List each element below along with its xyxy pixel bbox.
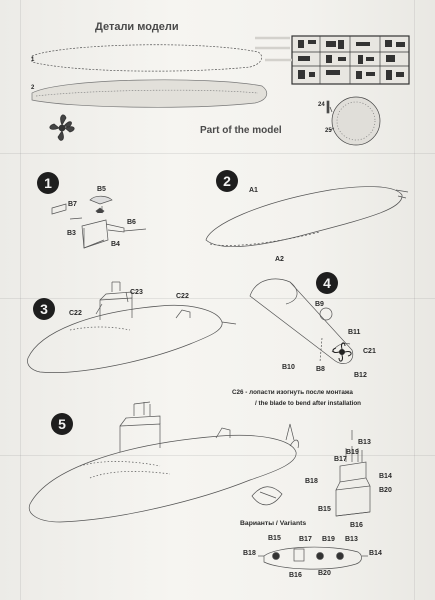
variant-label-b14: B14 — [369, 550, 382, 557]
part-label-b11: B11 — [348, 329, 361, 336]
sprue-number-1: 1 — [31, 57, 35, 63]
step-number-3: 3 — [33, 298, 55, 320]
part-label-b20: B20 — [379, 487, 392, 494]
fold-line-vertical — [20, 0, 21, 600]
title-russian: Детали модели — [95, 21, 179, 33]
part-label-b9: B9 — [315, 301, 324, 308]
step-number-1: 1 — [37, 172, 59, 194]
sprue-number-2: 2 — [31, 85, 35, 91]
part-label-b16: B16 — [350, 522, 363, 529]
part-label-a1: A1 — [249, 187, 258, 194]
variant-label-b15: B15 — [268, 535, 281, 542]
part-label-b12: B12 — [354, 372, 367, 379]
variant-label-b18: B18 — [243, 550, 256, 557]
part-label-b6: B6 — [127, 219, 136, 226]
note-c26-russian: C26 - лопасти изогнуть после монтажа — [232, 389, 353, 396]
fold-line-vertical-right — [414, 0, 415, 600]
part-label-c21: C21 — [363, 348, 376, 355]
step-number-2: 2 — [216, 170, 238, 192]
part-label-a2: A2 — [275, 256, 284, 263]
variant-label-b20: B20 — [318, 570, 331, 577]
part-label-c22-left: C22 — [69, 310, 82, 317]
note-c26-english: / the blade to bend after installation — [255, 400, 362, 407]
part-label-b13: B13 — [358, 439, 371, 446]
part-label-b15: B15 — [318, 506, 331, 513]
part-label-b10: B10 — [282, 364, 295, 371]
variant-label-b17: B17 — [299, 536, 312, 543]
part-label-b18: B18 — [305, 478, 318, 485]
part-label-b7: B7 — [68, 201, 77, 208]
variants-title: Варианты / Variants — [240, 520, 307, 527]
part-label-b5: B5 — [97, 186, 106, 193]
step-number-4: 4 — [316, 272, 338, 294]
step-number-5: 5 — [51, 413, 73, 435]
part-label-b17: B17 — [334, 456, 347, 463]
variant-label-b13: B13 — [345, 536, 358, 543]
part-label-c23: C23 — [130, 289, 143, 296]
fold-line-horizontal — [0, 153, 435, 154]
part-label-b14: B14 — [379, 473, 392, 480]
part-label-b3: B3 — [67, 230, 76, 237]
part-label-b4: B4 — [111, 241, 120, 248]
part-label-24: 24 — [318, 102, 325, 108]
part-label-b8: B8 — [316, 366, 325, 373]
part-label-c22-right: C22 — [176, 293, 189, 300]
title-english: Part of the model — [200, 125, 282, 136]
part-label-b19: B19 — [346, 449, 359, 456]
fold-line-horizontal-3 — [0, 455, 435, 456]
variant-label-b19: B19 — [322, 536, 335, 543]
variant-label-b16: B16 — [289, 572, 302, 579]
fold-line-horizontal-2 — [0, 298, 435, 299]
part-label-25: 25 — [325, 128, 332, 134]
